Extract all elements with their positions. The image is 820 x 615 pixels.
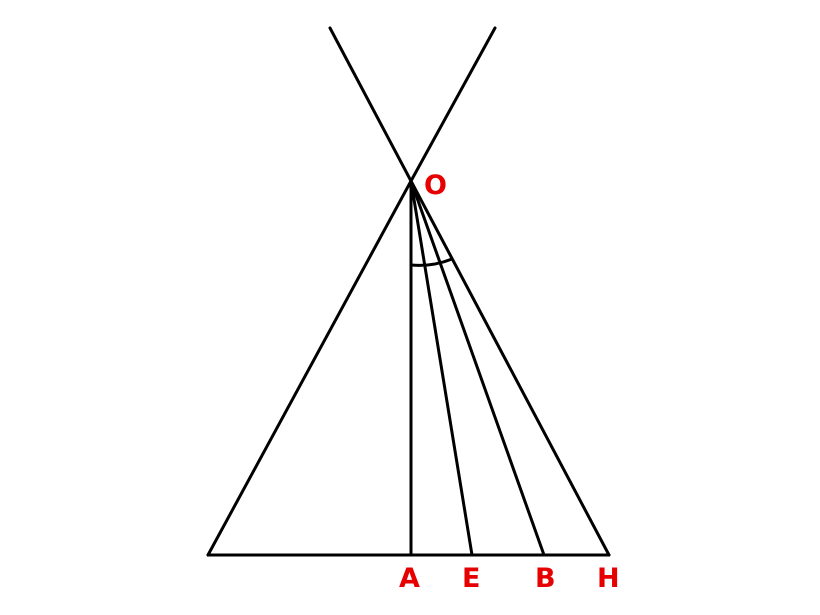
label-E: E <box>462 563 480 594</box>
label-O: O <box>424 170 447 201</box>
upper-left-ray <box>328 26 413 183</box>
left-side-line <box>206 179 413 557</box>
right-side-line-OH <box>409 179 611 557</box>
label-B: B <box>535 563 556 594</box>
line-OB <box>409 179 546 557</box>
upper-right-ray <box>409 26 497 183</box>
label-A: A <box>399 563 420 594</box>
label-H: H <box>597 563 620 594</box>
angle-arc <box>409 257 454 267</box>
line-OE <box>409 179 474 557</box>
